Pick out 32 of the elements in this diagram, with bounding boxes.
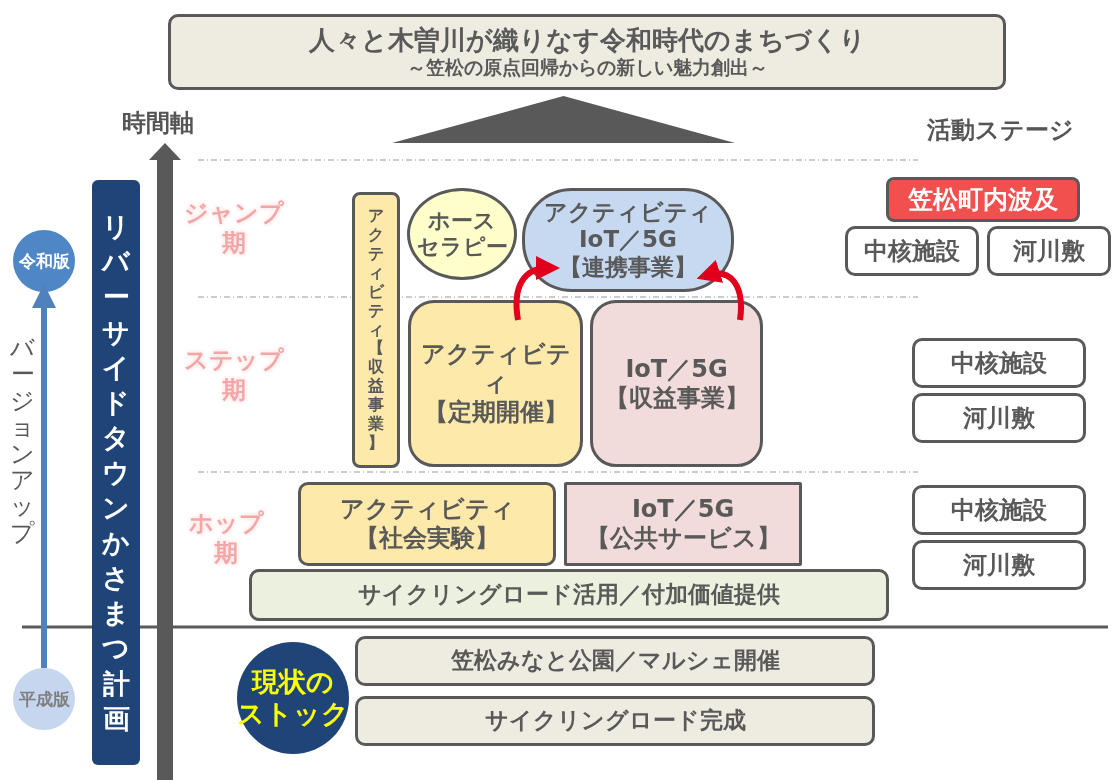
stage-box: 中核施設 [912, 338, 1086, 388]
edge-label: バージョンアップ [10, 335, 35, 547]
stage-box: 中核施設 [912, 485, 1086, 535]
activity-bar: アクティビティ【収益事業】 [352, 192, 400, 468]
up-triangle [392, 96, 735, 143]
activity-box: アクティビティIoT／5G【連携事業】 [522, 188, 734, 292]
activity-box: サイクリングロード活用／付加価値提供 [249, 569, 889, 621]
stock-box: サイクリングロード完成 [355, 696, 875, 746]
arrow [696, 260, 744, 321]
phase-label: ジャンプ期 [183, 198, 285, 258]
phase-label: ホップ期 [187, 508, 265, 568]
stage-box: 河川敷 [912, 540, 1086, 590]
axis-label: 時間軸 [121, 108, 195, 138]
activity-circle: ホースセラピー [407, 188, 517, 280]
activity-box: アクティビティ【社会実験】 [298, 482, 556, 566]
title-box: 人々と木曽川が織りなす令和時代のまちづくり ～笠松の原点回帰からの新しい魅力創出～ [168, 14, 1006, 90]
activity-box: アクティビティ【定期開催】 [408, 300, 583, 467]
version-circle: 令和版 [13, 230, 75, 292]
activity-box: IoT／5G【収益事業】 [590, 300, 763, 467]
arrow [32, 284, 56, 668]
stage-heading: 活動ステージ [925, 115, 1075, 145]
stage-box: 笠松町内波及 [886, 177, 1080, 222]
plan-bar: リバーサイドタウンかさまつ計画 [92, 180, 140, 765]
phase-label: ステップ期 [183, 345, 285, 405]
stage-box: 中核施設 [845, 226, 979, 276]
activity-box: IoT／5G【公共サービス】 [564, 482, 802, 566]
version-circle: 平成版 [13, 668, 75, 730]
stock-circle: 現状のストック [237, 642, 349, 754]
stage-box: 河川敷 [912, 393, 1086, 443]
stock-box: 笠松みなと公園／マルシェ開催 [355, 636, 875, 686]
stage-box: 河川敷 [987, 226, 1111, 276]
arrow [513, 256, 560, 321]
